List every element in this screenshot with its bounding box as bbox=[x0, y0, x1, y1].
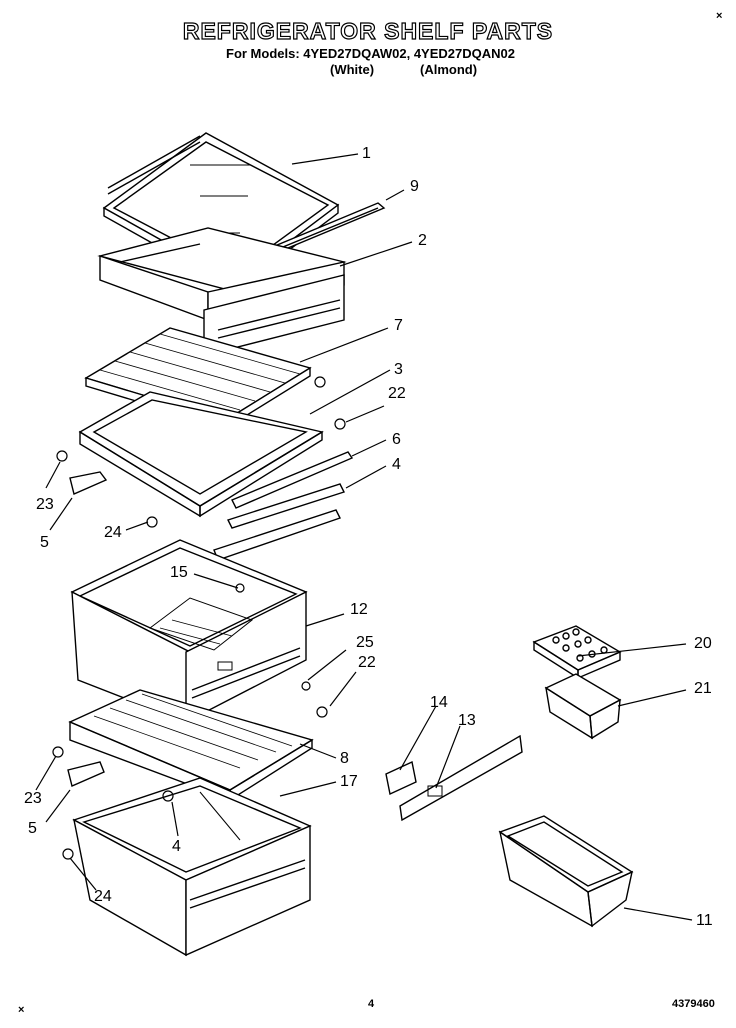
part-number: 4379460 bbox=[672, 998, 715, 1010]
callout-9: 9 bbox=[410, 178, 419, 195]
rail-part-6 bbox=[231, 451, 354, 509]
callout-8: 8 bbox=[340, 750, 349, 767]
almond-label: (Almond) bbox=[420, 62, 478, 77]
egg-bin-part-21 bbox=[544, 673, 622, 740]
callout-24-lower: 24 bbox=[94, 888, 112, 905]
callout-23-upper: 23 bbox=[36, 496, 54, 513]
callout-17: 17 bbox=[340, 773, 358, 790]
callout-1: 1 bbox=[362, 145, 371, 162]
callout-4-lower: 4 bbox=[172, 838, 181, 855]
callout-15: 15 bbox=[170, 564, 188, 581]
strip-part-13 bbox=[399, 734, 523, 822]
callout-5-upper: 5 bbox=[40, 534, 49, 551]
crisper-drawer-part-12 bbox=[70, 539, 308, 724]
page-number: 4 bbox=[368, 998, 375, 1010]
crisper-cover-frame-part-3 bbox=[78, 391, 324, 518]
callout-22-lower: 22 bbox=[358, 654, 376, 671]
egg-tray-part-20 bbox=[532, 625, 622, 680]
white-label: (White) bbox=[330, 62, 375, 77]
door-bin-part-11 bbox=[498, 815, 634, 928]
callout-24-upper: 24 bbox=[104, 524, 122, 541]
callout-23-lower: 23 bbox=[24, 790, 42, 807]
callout-13: 13 bbox=[458, 712, 476, 729]
rail-part-4 bbox=[213, 483, 345, 561]
callout-11: 11 bbox=[696, 912, 713, 929]
callout-12: 12 bbox=[350, 601, 368, 618]
callout-21: 21 bbox=[694, 680, 712, 697]
models-line: For Models: 4YED27DQAW02, 4YED27DQAN02 bbox=[226, 46, 515, 61]
callout-2: 2 bbox=[418, 232, 427, 249]
callout-7: 7 bbox=[394, 317, 403, 334]
corner-mark-top: × bbox=[716, 10, 723, 22]
corner-mark-bottom: × bbox=[18, 1004, 25, 1016]
callout-3: 3 bbox=[394, 361, 403, 378]
callout-20: 20 bbox=[694, 635, 712, 652]
leader-lines bbox=[35, 153, 693, 921]
clip-part-14 bbox=[385, 760, 417, 796]
callout-4-upper: 4 bbox=[392, 456, 401, 473]
page-title: REFRIGERATOR SHELF PARTS bbox=[182, 17, 554, 44]
lower-drawer-part-17 bbox=[72, 777, 312, 957]
callout-25: 25 bbox=[356, 634, 374, 651]
callout-6: 6 bbox=[392, 431, 401, 448]
callout-5-lower: 5 bbox=[28, 820, 37, 837]
bracket-part-5-lower bbox=[67, 761, 105, 787]
bracket-part-5 bbox=[69, 471, 108, 495]
screws-and-clips bbox=[52, 376, 346, 860]
deli-drawer-part-2 bbox=[97, 227, 347, 353]
callout-14: 14 bbox=[430, 694, 448, 711]
lower-crisper-cover-part-8 bbox=[68, 689, 314, 802]
callout-22-upper: 22 bbox=[388, 385, 406, 402]
